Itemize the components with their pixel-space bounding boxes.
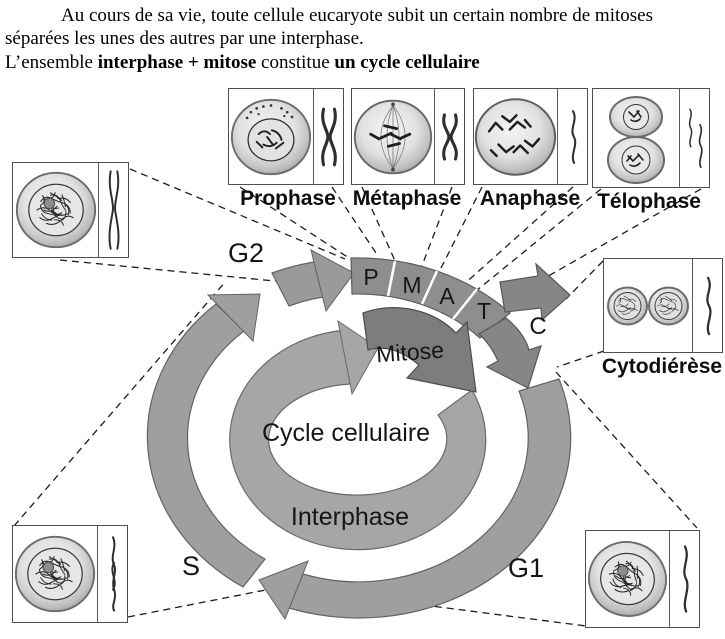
segment-c-label: C (529, 313, 546, 340)
metaphase-label: Métaphase (352, 187, 462, 210)
post-t-right-arrow (499, 262, 571, 322)
segment-t-label: T (477, 298, 491, 324)
metaphase-cell-illustration (352, 89, 435, 184)
g1-cell-illustration (586, 531, 670, 627)
cell-box-cytodierese (603, 258, 723, 353)
cycle-center-label: Cycle cellulaire (262, 419, 430, 447)
segment-m-label: M (402, 272, 421, 298)
connector-line (419, 186, 453, 272)
cell-box-telophase (592, 88, 710, 188)
replicating-chromosome-icon (98, 526, 127, 622)
connector-line (129, 168, 346, 260)
anaphase-chromatid-icon (558, 89, 587, 184)
inner-ring-arrowhead (337, 319, 379, 396)
interphase-ring-label: Interphase (291, 503, 409, 531)
cell-box-anaphase (473, 88, 588, 185)
connector-line (361, 186, 397, 264)
interphase-inner-ring (229, 319, 487, 551)
s-arc-arrowhead (206, 293, 261, 343)
s-label: S (182, 551, 200, 581)
connector-line (555, 371, 698, 529)
intro-line-3: L’ensemble interphase + mitose constitue… (5, 51, 480, 73)
prophase-chromosome-icon (314, 89, 343, 184)
cytodierese-chromatid-icon (693, 259, 722, 352)
mitose-arrow (362, 307, 477, 393)
connector-line (461, 186, 574, 287)
intro-line-2: séparées les unes des autres par une int… (5, 28, 364, 50)
g2-arrowhead (310, 249, 355, 313)
telophase-cell-illustration (593, 89, 680, 187)
prophase-label: Prophase (240, 187, 336, 210)
anaphase-cell-illustration (474, 89, 558, 184)
g2-arrow (271, 249, 355, 313)
prophase-cell-illustration (229, 89, 314, 184)
connector-line (556, 350, 605, 368)
connector-line (13, 280, 227, 527)
cell-box-s (12, 525, 128, 623)
connector-line (127, 584, 292, 618)
g2-cell-illustration (13, 163, 99, 257)
g1-arc-arrowhead (258, 560, 309, 621)
anaphase-label: Anaphase (479, 187, 581, 210)
s-phase-arc (146, 293, 266, 588)
intro-paragraph: Au cours de sa vie, toute cellule eucary… (5, 4, 723, 74)
cytodierese-cells-illustration (604, 259, 693, 352)
g2-label: G2 (228, 238, 264, 268)
cytodierese-label: Cytodiérèse (601, 355, 723, 378)
band-dividers (386, 260, 478, 320)
intro-line-1: Au cours de sa vie, toute cellule eucary… (61, 5, 653, 26)
connector-line (475, 188, 602, 292)
segment-a-label: A (439, 283, 455, 309)
metaphase-chromosome-icon (435, 89, 464, 184)
connector-line (565, 260, 604, 300)
s-cell-illustration (13, 526, 98, 622)
single-chromosome-icon (670, 531, 699, 627)
telophase-chromatids-icon (680, 89, 709, 187)
connector-line (239, 186, 353, 261)
telophase-label: Télophase (597, 190, 701, 213)
cell-box-metaphase (351, 88, 465, 185)
cell-box-prophase (228, 88, 344, 185)
g1-label: G1 (508, 553, 544, 583)
cell-box-g2 (12, 162, 129, 258)
connector-line (435, 186, 483, 279)
cell-box-g1 (585, 530, 700, 628)
cytokinesis-down-arrow (477, 317, 542, 389)
duplicated-chromosome-icon (99, 163, 128, 257)
g1-phase-arc (258, 378, 572, 621)
segment-p-label: P (363, 264, 378, 290)
mitose-arrow-label: Mitose (375, 337, 444, 368)
connector-line (331, 186, 379, 257)
